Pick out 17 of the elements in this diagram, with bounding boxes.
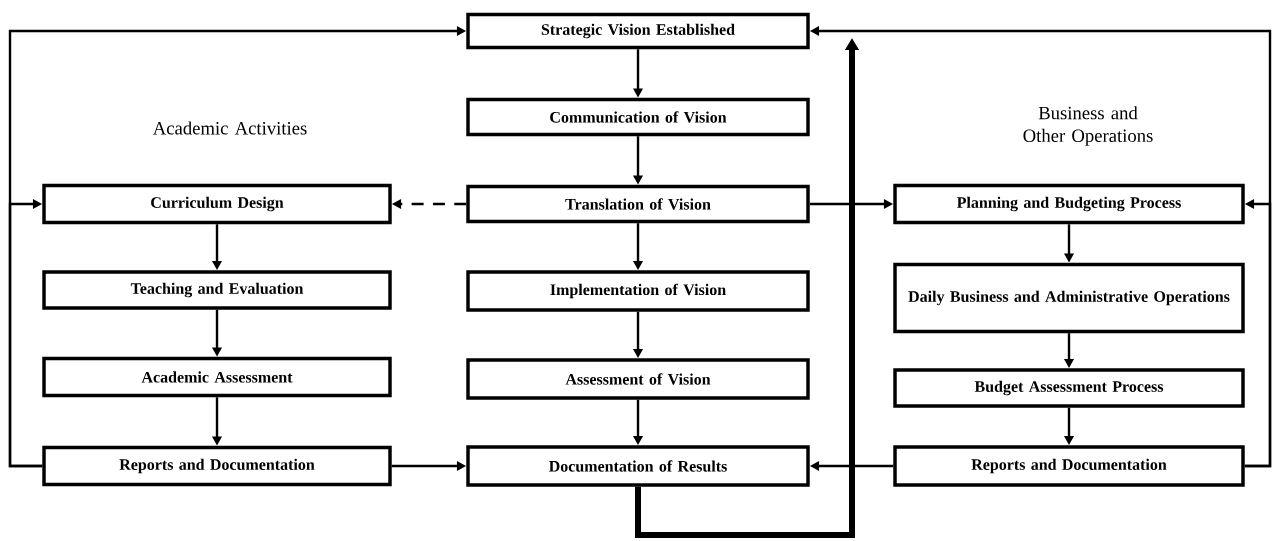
section-heading: Business and Other Operations (1023, 106, 1153, 146)
process-box: Planning and Budgeting Process (893, 183, 1245, 225)
section-heading: Academic Activities (152, 121, 307, 135)
arrow (8, 198, 43, 468)
process-box: Implementation of Vision (466, 270, 810, 312)
process-box: Reports and Documentation (42, 445, 392, 487)
process-box: Daily Business and Administrative Operations (893, 262, 1245, 334)
process-box: Communication of Vision (466, 97, 810, 137)
process-box: Academic Assessment (42, 356, 392, 398)
process-box: Reports and Documentation (893, 445, 1245, 487)
process-box: Strategic Vision Established (466, 12, 810, 50)
process-box: Teaching and Evaluation (42, 270, 392, 310)
process-box: Assessment of Vision (466, 358, 810, 400)
process-box: Translation of Vision (466, 184, 810, 224)
process-box: Documentation of Results (466, 445, 810, 487)
process-box: Budget Assessment Process (893, 368, 1245, 408)
process-box: Curriculum Design (42, 183, 392, 225)
